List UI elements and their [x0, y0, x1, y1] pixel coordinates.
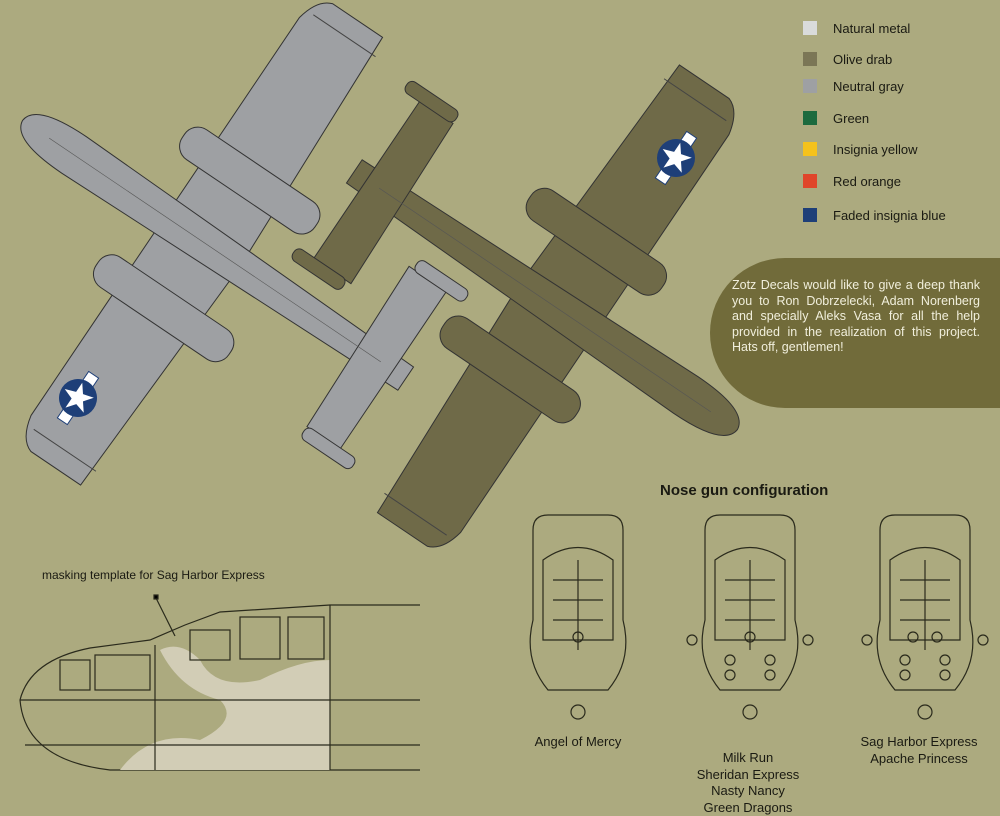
swatch-olive-drab [803, 52, 817, 66]
swatch-natural-metal [803, 21, 817, 35]
config-caption-1: Angel of Mercy [488, 734, 668, 751]
config-caption-2: Milk Run Sheridan Express Nasty Nancy Gr… [658, 750, 838, 816]
caption-line: Milk Run [722, 750, 774, 765]
swatch-red-orange [803, 174, 817, 188]
swatch-faded-insignia-blue [803, 208, 817, 222]
legend-label: Neutral gray [833, 78, 904, 94]
masking-template-label: masking template for Sag Harbor Express [42, 568, 265, 582]
legend-item: Green [803, 108, 869, 128]
legend-label: Olive drab [833, 51, 893, 67]
caption-line: Sheridan Express [696, 766, 800, 782]
legend-item: Olive drab [803, 49, 892, 69]
nose-gun-title: Nose gun configuration [660, 482, 829, 499]
caption-line: Apache Princess [870, 750, 968, 766]
nose-gun-drawings [529, 514, 989, 720]
legend-label: Faded insignia blue [833, 207, 946, 223]
thanks-text: Zotz Decals would like to give a deep th… [732, 278, 980, 354]
legend-item: Faded insignia blue [803, 205, 946, 225]
legend-item: Red orange [803, 171, 901, 191]
gray-plane-top-view [0, 0, 562, 606]
config-caption-3: Sag Harbor Express Apache Princess [829, 734, 1000, 767]
legend-item: Insignia yellow [803, 139, 918, 159]
insignia-star-gray [56, 370, 100, 426]
swatch-neutral-gray [803, 79, 817, 93]
legend-label: Insignia yellow [833, 141, 918, 157]
caption-line: Green Dragons [703, 799, 793, 815]
caption-line: Angel of Mercy [534, 734, 622, 749]
swatch-green [803, 111, 817, 125]
legend-item: Natural metal [803, 18, 910, 38]
legend-item: Neutral gray [803, 76, 904, 96]
legend-label: Green [833, 110, 870, 126]
legend-label: Red orange [833, 173, 901, 189]
swatch-insignia-yellow [803, 142, 817, 156]
caption-line: Sag Harbor Express [860, 734, 978, 749]
masking-template-drawing [19, 594, 420, 771]
caption-line: Nasty Nancy [711, 783, 785, 798]
legend-label: Natural metal [833, 20, 911, 36]
insignia-star-olive [654, 130, 698, 186]
thanks-box: Zotz Decals would like to give a deep th… [710, 258, 1000, 408]
